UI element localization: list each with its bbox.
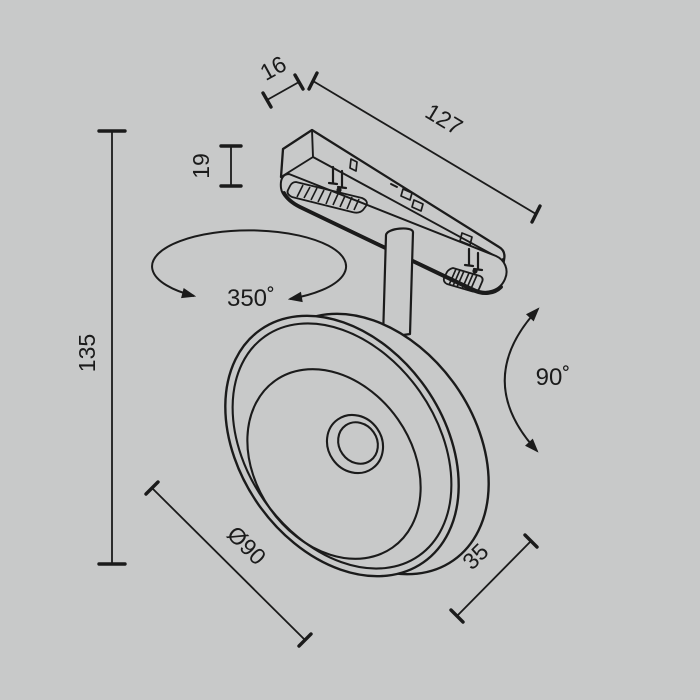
pan-rotation-arc	[151, 229, 348, 303]
adapter-latch-clip-left	[327, 165, 348, 193]
lamp-face	[224, 314, 460, 578]
dim-adapter-width-label: 16	[256, 50, 291, 85]
lamp-lens-inner	[337, 421, 379, 465]
stem	[381, 227, 415, 340]
lamp-lens-outer	[325, 413, 385, 475]
grille-hatch-lines	[296, 184, 360, 211]
dim-adapter-width: 16	[256, 50, 305, 109]
adapter-box-edges	[280, 129, 504, 281]
dim-head-diameter-label: Ø90	[222, 521, 271, 570]
adapter-notch	[390, 183, 398, 188]
adapter-vent-grille-left	[286, 181, 368, 214]
adapter-slot-1	[349, 158, 358, 172]
dim-adapter-height-label: 19	[188, 153, 214, 179]
dim-adapter-length-label: 127	[421, 98, 467, 140]
dim-adapter-height: 19	[188, 144, 243, 188]
dim-head-depth: 35	[449, 533, 539, 624]
lamp-recess-ring	[246, 368, 422, 560]
tilt-rotation-label: 90˚	[536, 364, 571, 391]
dim-overall-height-label: 135	[74, 334, 100, 372]
grille-hatch-lines	[448, 268, 478, 292]
lamp-head	[224, 312, 490, 578]
adapter-slot-3	[411, 199, 424, 212]
pan-rotation-label: 350˚	[227, 285, 275, 312]
adapter-slot-2	[400, 188, 413, 201]
adapter-vent-grille-right	[442, 267, 484, 293]
adapter-latch-clip-right	[463, 247, 484, 274]
pan-rotation-indicator: 350˚	[151, 229, 348, 312]
dim-overall-height: 135	[74, 129, 127, 566]
tilt-rotation-arc	[503, 307, 540, 453]
tilt-rotation-indicator: 90˚	[503, 307, 571, 453]
